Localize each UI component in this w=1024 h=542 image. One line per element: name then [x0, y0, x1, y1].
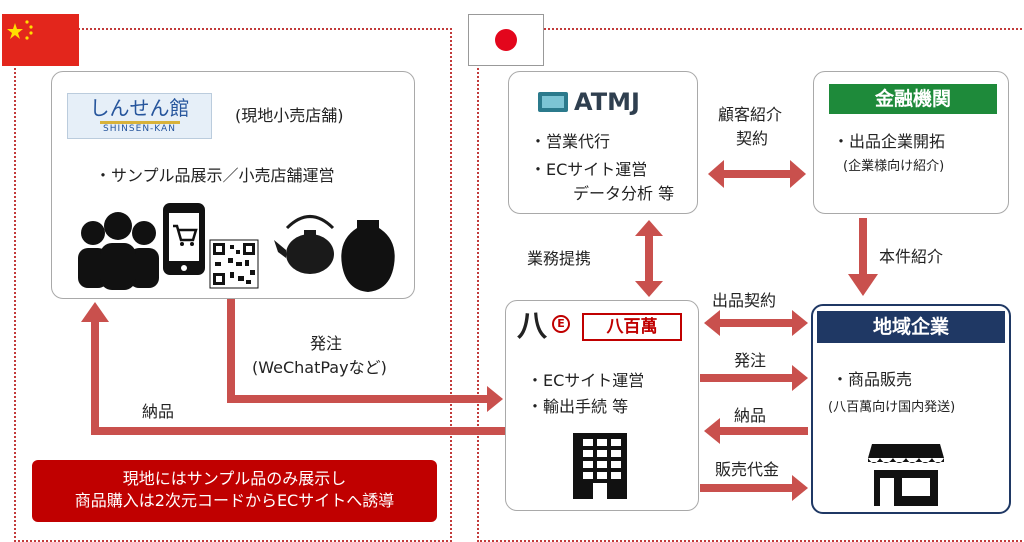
referral-label: 本件紹介: [879, 247, 944, 266]
yaoyorozu-mark: 八: [517, 309, 547, 344]
yaoyorozu-circle-char: E: [557, 317, 565, 330]
contract-label: 契約: [736, 129, 769, 148]
atmj-ec-operation: ・ECサイト運営: [530, 160, 648, 179]
delivery-label-right: 納品: [734, 406, 767, 425]
local-company-title: 地域企業: [817, 311, 1005, 343]
listing-contract-label: 出品契約: [712, 291, 777, 310]
china-order-label: 発注: [310, 334, 343, 353]
atmj-sales-agency: ・営業代行: [530, 132, 611, 151]
yaoyorozu-logo: 八百萬: [582, 313, 682, 341]
sales-payment-label: 販売代金: [715, 460, 780, 479]
yaoyorozu-ec-operation: ・ECサイト運営: [527, 371, 645, 390]
yaoyorozu-circle-mark: E: [552, 315, 570, 333]
bank-exhibitor-development: ・出品企業開拓: [833, 132, 946, 151]
yaoyorozu-box: [505, 300, 699, 511]
atmj-data-analysis: データ分析 等: [573, 184, 675, 203]
atmj-logo-text: ATMJ: [574, 88, 640, 116]
store-activity-text: ・サンプル品展示／小売店舗運営: [95, 166, 335, 185]
sample-display-note: 現地にはサンプル品のみ展示し 商品購入は2次元コードからECサイトへ誘導: [32, 460, 437, 522]
sample-display-note-line2: 商品購入は2次元コードからECサイトへ誘導: [74, 491, 395, 510]
bank-corporate-referral: (企業様向け紹介): [843, 159, 945, 174]
japan-flag-icon: [468, 14, 544, 66]
partnership-label: 業務提携: [527, 249, 592, 268]
shinsen-kan-logo-roman: SHINSEN-KAN: [103, 124, 176, 134]
shinsen-kan-logo-bar: [100, 121, 180, 124]
china-order-payment-label: (WeChatPayなど): [252, 358, 387, 377]
shinsen-kan-logo-kana: しんせん館: [89, 96, 190, 120]
customer-intro-label: 顧客紹介: [718, 105, 783, 124]
shinsen-kan-logo: しんせん館 SHINSEN-KAN: [67, 93, 212, 139]
order-label: 発注: [734, 351, 767, 370]
local-company-shipping: (八百萬向け国内発送): [828, 400, 956, 415]
china-flag-icon: [2, 14, 79, 66]
financial-institution-title: 金融機関: [829, 84, 997, 114]
local-company-sales: ・商品販売: [832, 370, 913, 389]
store-type-label: (現地小売店舗): [235, 106, 344, 125]
china-flag-stars-icon: [7, 20, 33, 40]
sample-display-note-line1: 現地にはサンプル品のみ展示し: [122, 469, 347, 488]
atmj-logo-icon: [538, 92, 568, 112]
storefront-icon: [868, 440, 944, 506]
yaoyorozu-export-procedures: ・輸出手続 等: [527, 397, 629, 416]
office-building-icon: [573, 433, 627, 499]
china-delivery-label: 納品: [142, 402, 175, 421]
